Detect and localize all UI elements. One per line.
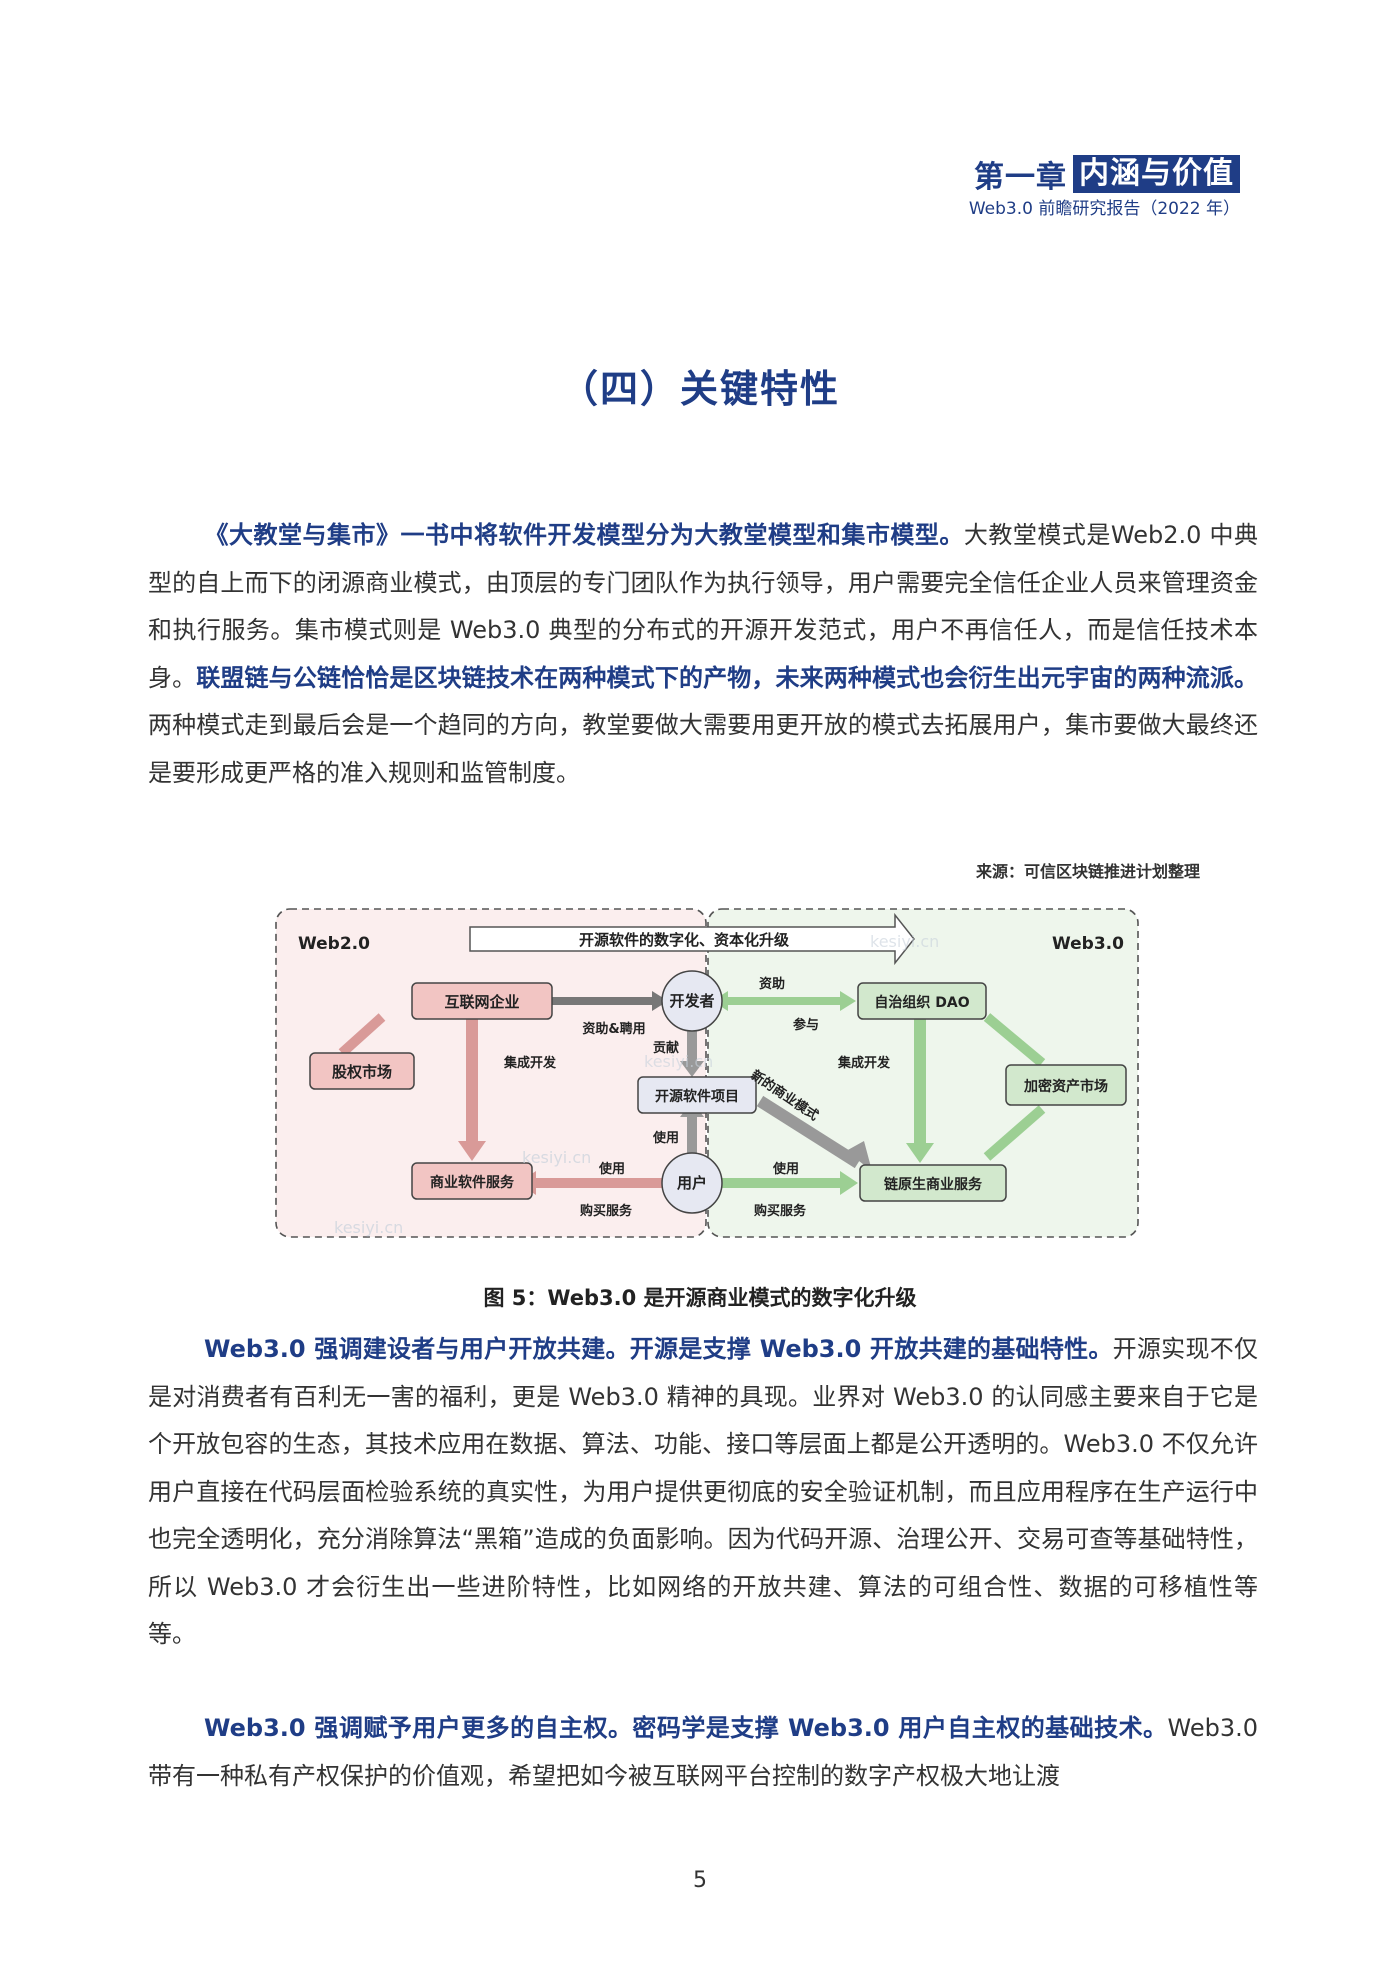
use-right-label: 使用 [772,1161,799,1177]
arrowhead [840,991,856,1011]
internet-company-box [411,982,553,1020]
user-label: 用户 [677,1174,707,1192]
paragraph-2: Web3.0 强调建设者与用户开放共建。开源是支撑 Web3.0 开放共建的基础… [148,1326,1258,1659]
participate-label: 参与 [793,1017,819,1033]
internet-company-label: 互联网企业 [444,993,519,1011]
arrow-dao-crypto [983,1013,1046,1067]
arrowhead [652,991,668,1011]
figure-caption: 图 5：Web3.0 是开源商业模式的数字化升级 [483,1286,917,1310]
paragraph-1-bold-2: 联盟链与公链恰恰是区块链技术在两种模式下的产物，未来两种模式也会衍生出元宇宙的两… [196,663,1259,692]
arrow-project-to-chain-service [756,1095,862,1169]
chapter-prefix: 第一章 [974,160,1067,195]
dao-label: 自治组织 DAO [874,994,969,1011]
arrow-company-equity [338,1013,386,1057]
crypto-market-label: 加密资产市场 [1023,1078,1108,1095]
figure-source: 来源：可信区块链推进计划整理 [975,862,1200,881]
crypto-market-box [1005,1064,1127,1106]
watermark-4: kesiyi.cn [870,932,939,951]
use-left-label: 使用 [598,1161,625,1177]
integrated-dev-right-label: 集成开发 [837,1055,891,1071]
paragraph-1-bold-1: 《大教堂与集市》一书中将软件开发模型分为大教堂模型和集市模型。 [204,521,964,549]
dao-box [857,982,987,1020]
equity-market-box [309,1052,415,1090]
arrowhead [906,1143,934,1163]
paragraph-1-text-2: 两种模式走到最后会是一个趋同的方向，教堂要做大需要用更开放的模式去拓展用户，集市… [148,711,1258,787]
top-arrow-label: 开源软件的数字化、资本化升级 [579,931,790,949]
open-source-project-label: 开源软件项目 [655,1088,739,1105]
page-number: 5 [693,1868,707,1893]
developer-label: 开发者 [669,992,714,1010]
chain-native-service-box [859,1164,1007,1202]
web3-open-source-diagram: Web2.0 Web3.0 开源软件的数字化、资本化升级 互联网企业 股权市场 … [275,908,1139,1238]
web2-region [275,908,707,1238]
arrowhead [680,1061,704,1077]
watermark-2: kesiyi.cn [522,1148,591,1167]
buy-service-right-label: 购买服务 [754,1203,807,1219]
web2-label: Web2.0 [298,934,370,954]
developer-node [661,970,723,1032]
commercial-software-service-label: 商业软件服务 [430,1174,515,1191]
watermark-3: kesiyi.cn [644,1052,713,1071]
buy-service-left-label: 购买服务 [580,1203,633,1219]
user-node [661,1152,723,1214]
commercial-software-service-box [411,1162,533,1200]
open-source-project-box [637,1076,757,1114]
watermark-1: kesiyi.cn [334,1218,403,1237]
equity-market-label: 股权市场 [332,1063,392,1081]
paragraph-2-bold: Web3.0 强调建设者与用户开放共建。开源是支撑 Web3.0 开放共建的基础… [204,1335,1113,1363]
section-title: （四）关键特性 [559,367,840,411]
paragraph-3-bold: Web3.0 强调赋予用户更多的自主权。密码学是支撑 Web3.0 用户自主权的… [204,1714,1168,1742]
top-upgrade-arrow [469,912,915,966]
arrow-crypto-chain [983,1105,1046,1161]
arrowhead [846,1141,872,1171]
arrowhead [458,1141,486,1161]
paragraph-1: 《大教堂与集市》一书中将软件开发模型分为大教堂模型和集市模型。大教堂模式是Web… [148,512,1258,797]
chapter-header: 第一章 内涵与价值 [974,152,1240,196]
chapter-title: 内涵与价值 [1073,155,1240,193]
paragraph-3-text: Web3.0 带有一种私有产权保护的价值观，希望把如今被互联网平台控制的数字产权… [148,1714,1258,1790]
paragraph-1-text-1: 大教堂模式是Web2.0 中典型的自上而下的闭源商业模式，由顶层的专门团队作为执… [148,521,1259,692]
paragraph-2-text: 开源实现不仅是对消费者有百利无一害的福利，更是 Web3.0 精神的具现。业界对… [148,1335,1258,1648]
web3-label: Web3.0 [1052,934,1124,954]
integrated-dev-left-label: 集成开发 [503,1055,557,1071]
arrowhead [840,1171,858,1195]
report-title: Web3.0 前瞻研究报告（2022 年） [968,199,1240,219]
chain-native-service-label: 链原生商业服务 [884,1176,983,1193]
use-center-label: 使用 [652,1130,679,1146]
contribute-label: 贡献 [653,1040,679,1056]
paragraph-3: Web3.0 强调赋予用户更多的自主权。密码学是支撑 Web3.0 用户自主权的… [148,1705,1258,1800]
funding-hiring-label: 资助&聘用 [582,1021,645,1037]
fund-label: 资助 [759,976,785,992]
